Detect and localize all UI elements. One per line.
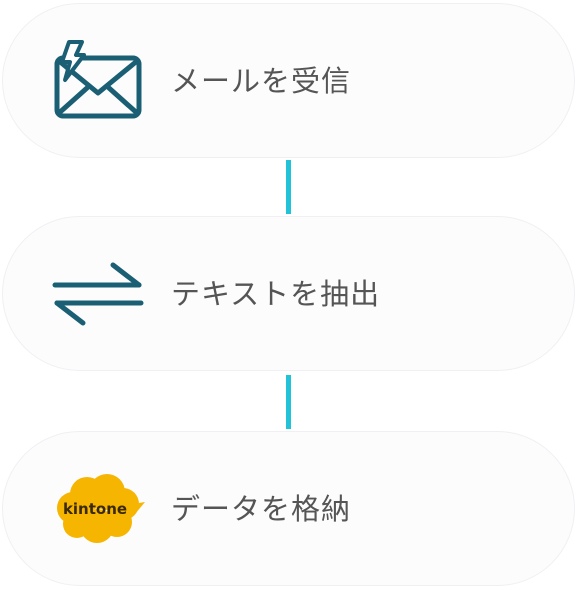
step-label: メールを受信 xyxy=(171,64,352,98)
step-extract-text: テキストを抽出 xyxy=(2,216,575,371)
connector-line xyxy=(286,160,291,214)
step-receive-mail: メールを受信 xyxy=(2,3,575,158)
step-label: データを格納 xyxy=(171,492,352,526)
connector-line xyxy=(286,375,291,429)
kintone-logo-text: kintone xyxy=(63,500,127,518)
step-store-data: kintone データを格納 xyxy=(2,431,575,586)
mail-bolt-icon xyxy=(51,38,145,124)
step-label: テキストを抽出 xyxy=(171,277,381,311)
kintone-logo: kintone xyxy=(51,466,145,552)
exchange-arrows-icon xyxy=(51,251,145,337)
